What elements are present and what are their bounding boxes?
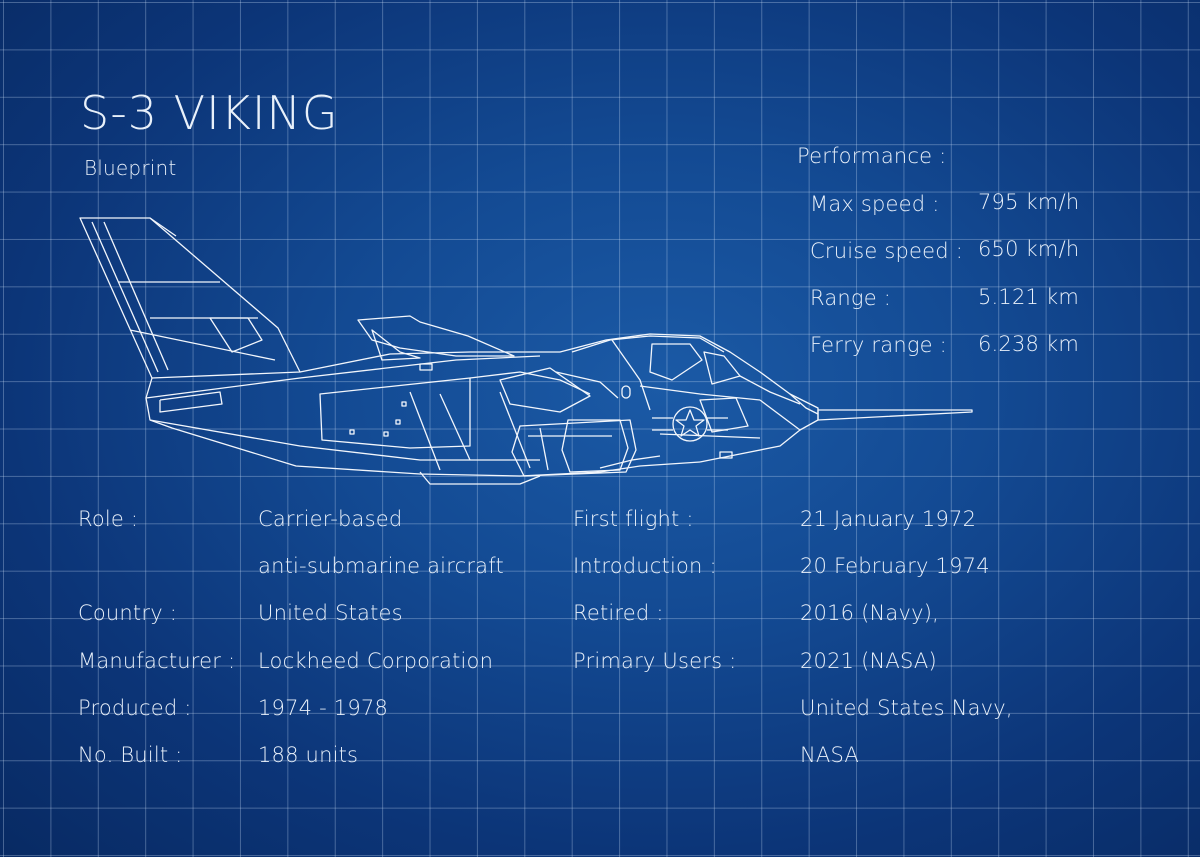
spec-value-introduction: 20 February 1974: [800, 554, 990, 578]
spec-value-country: United States: [258, 601, 403, 625]
spec-value-first-flight: 21 January 1972: [800, 507, 977, 531]
spec-value-user-navy: United States Navy,: [800, 696, 1013, 720]
spec-value-role-cont: anti-submarine aircraft: [258, 554, 504, 578]
spec-label-no-built: No. Built :: [78, 743, 183, 767]
roundel-star-icon: [652, 406, 728, 442]
spec-value-no-built: 188 units: [258, 743, 359, 767]
spec-label-manufacturer: Manufacturer :: [78, 649, 236, 673]
page-title: S-3 VIKING: [80, 86, 339, 140]
spec-value-retired-nasa: 2021 (NASA): [800, 649, 937, 673]
spec-value-retired-navy: 2016 (Navy),: [800, 601, 940, 625]
spec-label-retired: Retired :: [573, 601, 664, 625]
spec-label-country: Country :: [78, 601, 177, 625]
spec-value-manufacturer: Lockheed Corporation: [258, 649, 494, 673]
perf-label-max-speed: Max speed :: [810, 192, 940, 216]
perf-label-cruise-speed: Cruise speed :: [810, 239, 963, 263]
perf-label-range: Range :: [810, 286, 891, 310]
performance-heading: Performance :: [797, 144, 947, 168]
spec-label-introduction: Introduction :: [573, 554, 717, 578]
spec-value-produced: 1974 - 1978: [258, 696, 389, 720]
spec-value-role: Carrier-based: [258, 507, 403, 531]
spec-label-primary-users: Primary Users :: [573, 649, 737, 673]
spec-label-produced: Produced :: [78, 696, 192, 720]
perf-value-max-speed: 795 km/h: [978, 190, 1080, 214]
spec-label-first-flight: First flight :: [573, 507, 694, 531]
spec-value-user-nasa: NASA: [800, 743, 859, 767]
perf-label-ferry-range: Ferry range :: [810, 333, 947, 357]
perf-value-ferry-range: 6.238 km: [978, 332, 1080, 356]
perf-value-range: 5.121 km: [978, 285, 1080, 309]
perf-value-cruise-speed: 650 km/h: [978, 237, 1080, 261]
page-subtitle: Blueprint: [84, 156, 177, 180]
spec-label-role: Role :: [78, 507, 139, 531]
